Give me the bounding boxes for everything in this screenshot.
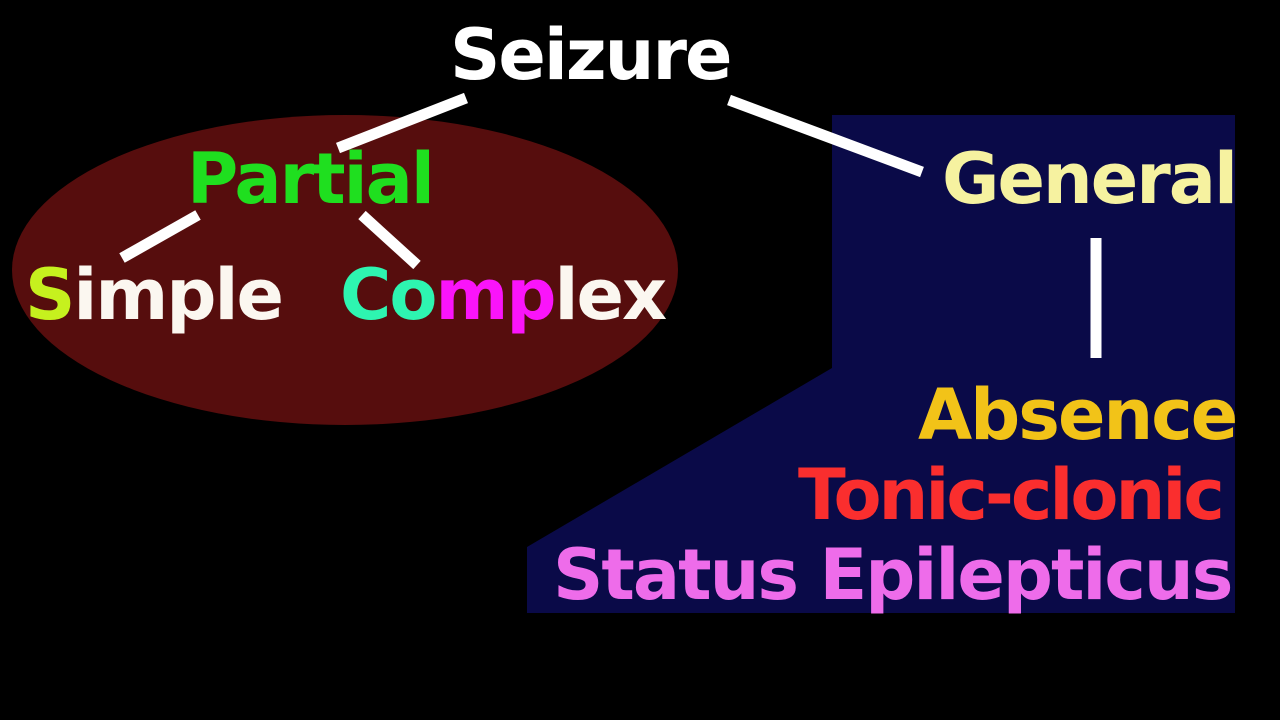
label-part: mp [435,254,556,336]
branch-label-partial: Partial [187,138,435,220]
leaf-label-tonic-clonic: Tonic-clonic [798,454,1225,536]
leaf-label-status-epilepticus: Status Epilepticus [553,534,1233,616]
leaf-label-simple: Simple [25,260,284,330]
label-part: S [25,254,75,336]
label-part: lex [554,254,668,336]
leaf-label-complex: Complex [340,260,667,330]
leaf-label-absence: Absence [918,374,1238,456]
partial-group-ellipse [12,115,678,425]
root-label-seizure: Seizure [450,14,732,96]
label-part: imple [73,254,284,336]
branch-label-general: General [942,138,1238,220]
label-part: Co [340,254,437,336]
